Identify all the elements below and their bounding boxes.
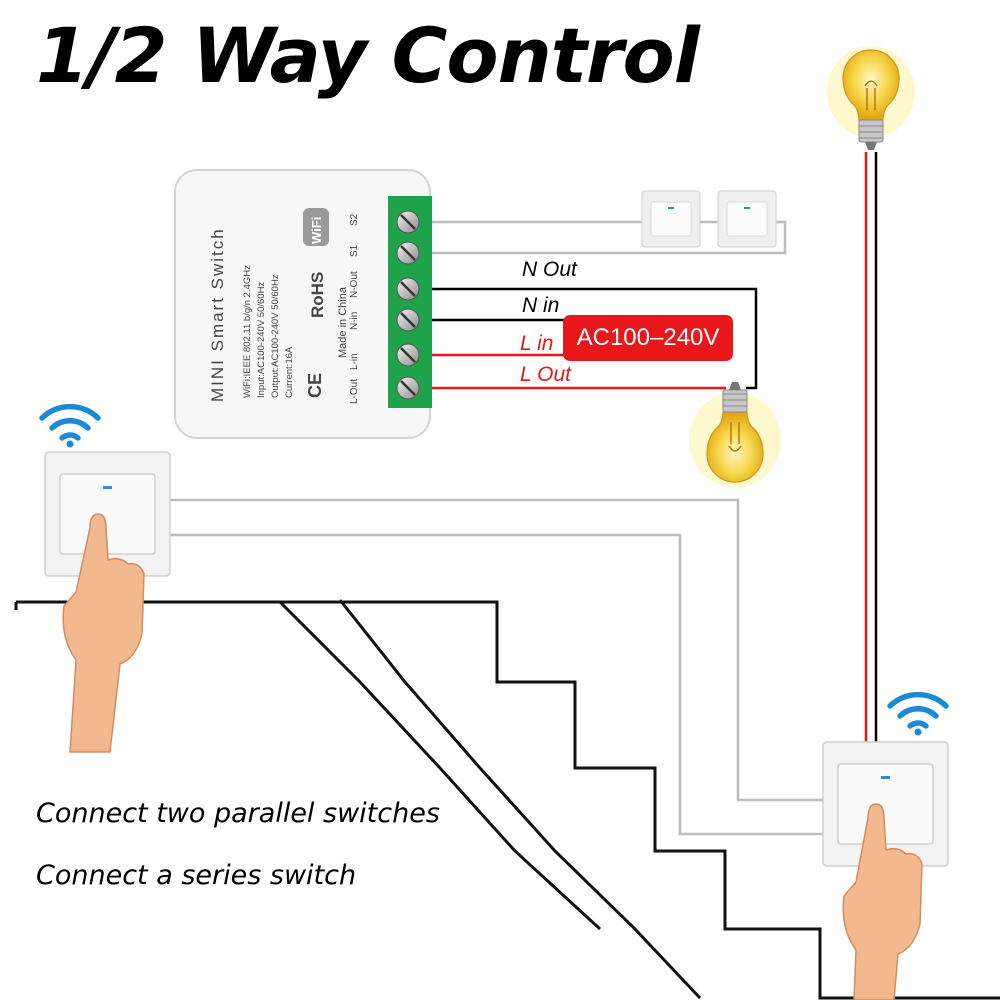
module-spec-line: WiFi:IEEE 802.11 b/g/n 2.4GHz [242,265,253,398]
terminal-screw [396,210,420,234]
mini-switch-right [717,190,777,248]
module-spec-line: Output:AC100-240V 50/60Hz [270,274,281,398]
label-n-out: N Out [522,258,577,281]
hand-icon [842,803,923,1000]
wifi-icon [887,691,949,736]
svg-text:WiFi: WiFi [309,217,324,244]
signal-wires [170,220,828,836]
terminal-screw [396,277,420,301]
terminal-label: L-in [349,353,360,370]
caption-series: Connect a series switch [36,860,357,891]
terminal-screw [396,343,420,367]
hand-icon [62,513,145,753]
terminal-screw [396,241,420,265]
label-l-in: L in [520,332,554,355]
module-spec-line: Current:16A [284,346,295,398]
voltage-badge: AC100–240V [563,315,733,361]
mini-switch-left [641,190,701,248]
terminal-label: N-Out [349,271,360,298]
wifi-icon [39,403,101,448]
rohs-mark: RoHS [308,272,327,318]
smart-switch-module: MINI Smart Switch WiFi:IEEE 802.11 b/g/n … [174,169,432,439]
terminal-label: S2 [349,213,360,226]
neutral-wires [410,152,878,742]
module-spec-line: Input:AC100-240V 50/60Hz [256,282,267,398]
wall-switch-left[interactable] [44,451,171,577]
light-bulb-icon [827,46,915,150]
light-bulb-icon [689,382,781,488]
terminal-label: N-in [349,312,360,330]
terminal-label: S1 [349,244,360,257]
origin-text: Made in China [337,286,349,358]
live-wires [410,152,868,742]
wall-switch-right[interactable] [822,741,949,867]
terminal-screw [396,308,420,332]
terminal-label: L-Out [349,379,360,404]
wifi-badge: WiFi [303,208,329,246]
label-l-out: L Out [520,363,571,386]
module-name: MINI Smart Switch [208,227,227,402]
staircase [14,599,1000,1000]
caption-parallel: Connect two parallel switches [36,798,440,829]
label-n-in: N in [522,294,560,317]
page-title: 1/2 Way Control [36,11,700,100]
ce-mark: CE [305,373,325,398]
terminal-screw [396,376,420,400]
